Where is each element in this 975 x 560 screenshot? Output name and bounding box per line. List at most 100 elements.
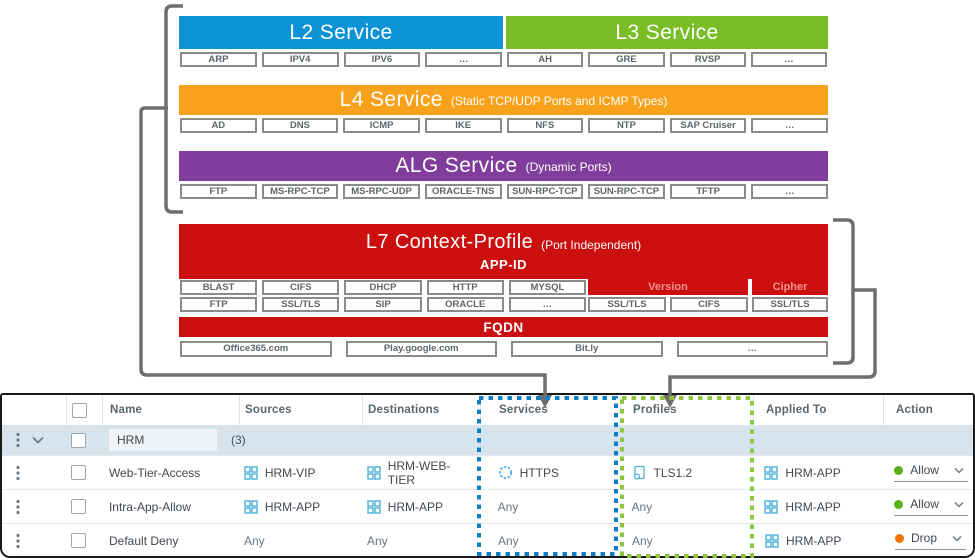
l3-service-bar: L3 Service — [506, 16, 828, 49]
version-item: CIFS — [670, 297, 748, 312]
right-bracket-line — [833, 218, 855, 365]
appid-item: ORACLE — [426, 297, 504, 312]
l4-item: AD — [180, 118, 257, 133]
header-checkbox-cell — [66, 395, 102, 425]
cipher-items-row: SSL/TLS — [752, 297, 828, 312]
appid-item: HTTP — [426, 280, 504, 295]
service-value: Any — [497, 499, 519, 514]
cipher-label: Cipher — [772, 281, 808, 293]
l4-item: ICMP — [343, 118, 420, 133]
source-value: HRM-APP — [264, 499, 321, 514]
header-sources: Sources — [239, 395, 362, 425]
appid-item: DHCP — [344, 280, 422, 295]
alg-item: FTP — [180, 184, 257, 199]
action-dropdown[interactable]: Drop — [895, 531, 967, 550]
header-services: Services — [480, 395, 620, 425]
group-checkbox[interactable] — [71, 432, 86, 448]
appid-item: SIP — [344, 297, 422, 312]
l2-item: IPV4 — [261, 52, 339, 67]
alg-item: MS-RPC-TCP — [261, 184, 339, 199]
appid-item: MYSQL — [508, 280, 587, 295]
table-row: Default Deny Any Any Any Any HRM-APP Dro… — [2, 523, 973, 556]
profile-value: TLS1.2 — [653, 465, 693, 480]
table-row: Web-Tier-Access HRM-VIP HRM-WEB-TIER HTT… — [2, 455, 973, 489]
group-grid-icon — [764, 465, 779, 480]
version-strip: Version — [588, 279, 748, 295]
version-label: Version — [648, 281, 688, 293]
l4-service-subtitle: (Static TCP/UDP Ports and ICMP Types) — [450, 94, 668, 108]
chevron-down-icon — [952, 535, 962, 542]
destination-value: Any — [367, 533, 388, 548]
appid-item: SSL/TLS — [262, 297, 340, 312]
applied-to-value: HRM-APP — [786, 533, 842, 548]
header-profiles: Profiles — [620, 395, 753, 425]
action-status-dot — [894, 465, 904, 475]
row-checkbox[interactable] — [71, 533, 86, 548]
cipher-strip: Cipher — [752, 279, 828, 295]
service-value: Any — [498, 533, 519, 548]
l2-service-title: L2 Service — [289, 20, 393, 44]
alg-items-row: FTP MS-RPC-TCP MS-RPC-UDP ORACLE-TNS SUN… — [180, 184, 828, 199]
alg-service-title: ALG Service — [395, 154, 518, 177]
chevron-down-icon[interactable] — [32, 436, 44, 444]
fqdn-item: … — [676, 341, 828, 357]
l4-item: DNS — [261, 118, 339, 133]
app-id-label: APP-ID — [479, 257, 528, 272]
group-grid-icon — [244, 465, 258, 480]
action-status-dot — [894, 499, 904, 509]
fqdn-title: FQDN — [483, 319, 524, 335]
cipher-item: SSL/TLS — [752, 297, 828, 312]
alg-item: ORACLE-TNS — [424, 184, 502, 199]
action-dropdown[interactable]: Allow — [894, 463, 968, 482]
l4-item: … — [751, 118, 828, 133]
applied-to-value: HRM-APP — [785, 465, 841, 480]
header-name: Name — [102, 395, 239, 425]
rule-name: Intra-App-Allow — [108, 499, 191, 514]
rule-name: Default Deny — [109, 533, 179, 548]
chevron-down-icon — [954, 467, 964, 474]
kebab-menu-icon[interactable] — [16, 499, 20, 515]
l4-service-title: L4 Service — [339, 88, 443, 111]
header-action: Action — [883, 395, 973, 425]
policy-group-row: HRM (3) — [2, 425, 973, 455]
l7-title: L7 Context-Profile — [365, 231, 534, 253]
appid-row2: FTP SSL/TLS SIP ORACLE … — [180, 297, 587, 312]
kebab-menu-icon[interactable] — [16, 465, 20, 481]
source-value: HRM-VIP — [264, 465, 316, 480]
l4-item: NTP — [588, 118, 665, 133]
alg-service-subtitle: (Dynamic Ports) — [525, 160, 612, 174]
group-grid-icon — [764, 499, 779, 514]
l3-items-row: AH GRE RVSP … — [507, 52, 827, 67]
l3-item: … — [750, 52, 827, 67]
appid-item: … — [508, 297, 587, 312]
fqdn-bar: FQDN — [179, 317, 828, 337]
l2-service-bar: L2 Service — [179, 16, 503, 49]
row-checkbox[interactable] — [70, 499, 86, 514]
action-value: Allow — [910, 463, 939, 477]
group-grid-icon — [367, 499, 381, 514]
service-gear-icon — [498, 465, 513, 480]
l4-service-bar: L4 Service (Static TCP/UDP Ports and ICM… — [179, 85, 828, 115]
destination-value: HRM-APP — [387, 499, 444, 514]
kebab-menu-icon[interactable] — [16, 432, 20, 448]
kebab-menu-icon[interactable] — [16, 533, 20, 549]
select-all-checkbox[interactable] — [72, 402, 87, 418]
version-items-row: SSL/TLS CIFS — [588, 297, 748, 312]
action-value: Allow — [910, 497, 939, 511]
alg-item: MS-RPC-UDP — [343, 184, 420, 199]
destination-value: HRM-WEB-TIER — [387, 458, 451, 487]
fqdn-item: Play.google.com — [345, 341, 497, 357]
alg-item: … — [751, 184, 828, 199]
l2-item: IPV6 — [343, 52, 421, 67]
row-checkbox[interactable] — [70, 465, 86, 480]
l7-subtitle: (Port Independent) — [541, 238, 642, 252]
fqdn-item: Bit.ly — [511, 341, 663, 357]
l2-item: … — [425, 52, 502, 67]
firewall-policy-table: Name Sources Destinations Services Profi… — [0, 393, 975, 558]
appid-item: CIFS — [262, 280, 340, 295]
action-dropdown[interactable]: Allow — [894, 497, 968, 516]
group-grid-icon — [367, 465, 381, 480]
alg-service-bar: ALG Service (Dynamic Ports) — [179, 151, 828, 181]
header-applied-to: Applied To — [753, 395, 883, 425]
l3-item: AH — [507, 52, 584, 67]
